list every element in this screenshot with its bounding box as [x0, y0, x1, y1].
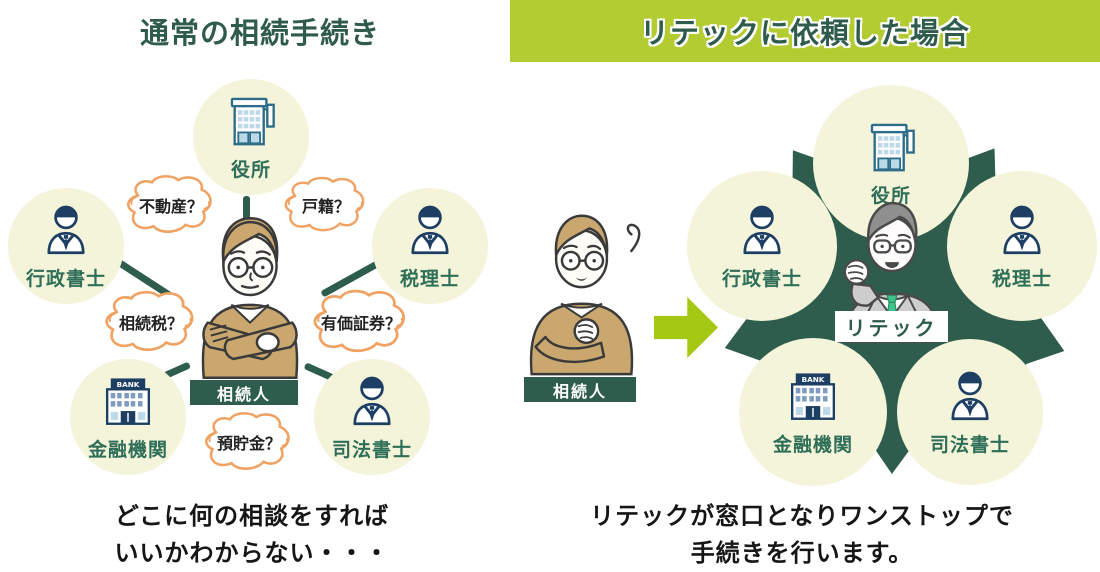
connector-top: [243, 196, 250, 223]
right-panel-title: リテックに依頼した場合: [639, 16, 970, 50]
person-icon: [37, 202, 95, 260]
bank-building-icon: BANK: [105, 377, 151, 425]
thought-bubble-sozokuzei: 相続税？: [98, 286, 204, 358]
person-icon: [401, 202, 459, 260]
node-label: 金融機関: [87, 438, 168, 461]
node-left-zeirishi: 税理士: [372, 188, 488, 304]
node-label: 役所: [870, 184, 911, 207]
node-left-shiho: 司法書士: [314, 359, 430, 475]
svg-text:BANK: BANK: [117, 379, 140, 388]
node-right-shiho: 司法書士: [897, 339, 1043, 485]
node-left-gyosei: 行政書士: [8, 188, 124, 304]
thought-bubble-fudosan: 不動産？: [120, 170, 222, 240]
government-building-icon: [862, 119, 920, 177]
right-heir-label: 相続人: [524, 377, 636, 402]
person-icon: [343, 373, 401, 431]
node-right-gyosei: 行政書士: [687, 171, 837, 321]
right-caption: リテックが窓口となりワンストップで 手続きを行います。: [590, 502, 1014, 567]
node-label: 金融機関: [772, 433, 853, 456]
bank-building-icon: BANK: [790, 372, 836, 420]
government-building-icon: [222, 93, 280, 151]
node-left-kinyu: BANK 金融機関: [70, 359, 186, 475]
node-label: 司法書士: [929, 433, 1010, 456]
confused-heir-illustration: [201, 216, 299, 379]
person-icon: [733, 202, 791, 260]
thought-bubble-yochokin: 預貯金？: [198, 408, 300, 476]
left-panel-title: 通常の相続手続き: [139, 16, 380, 50]
person-icon: [993, 202, 1051, 260]
person-icon: [941, 368, 999, 426]
right-heir-illustration: [529, 214, 641, 376]
thought-bubble-koseki: 戸籍？: [278, 170, 374, 240]
node-label: 行政書士: [721, 267, 802, 290]
thought-bubble-yukashoken: 有価証券？: [306, 286, 416, 358]
node-label: 行政書士: [25, 267, 106, 290]
litec-label: リテック: [835, 311, 948, 342]
svg-text:BANK: BANK: [802, 374, 825, 383]
right-panel-banner: リテックに依頼した場合: [510, 0, 1100, 62]
node-right-kinyu: BANK 金融機関: [739, 338, 887, 486]
node-right-zeirishi: 税理士: [947, 171, 1097, 321]
node-label: 役所: [230, 158, 271, 181]
left-caption: どこに何の相談をすれば いいかわからない・・・: [114, 502, 390, 567]
node-label: 税理士: [399, 267, 460, 290]
node-left-yakusho: 役所: [193, 79, 309, 195]
node-label: 税理士: [991, 267, 1052, 290]
node-label: 司法書士: [331, 438, 412, 461]
left-heir-label: 相続人: [190, 380, 298, 405]
